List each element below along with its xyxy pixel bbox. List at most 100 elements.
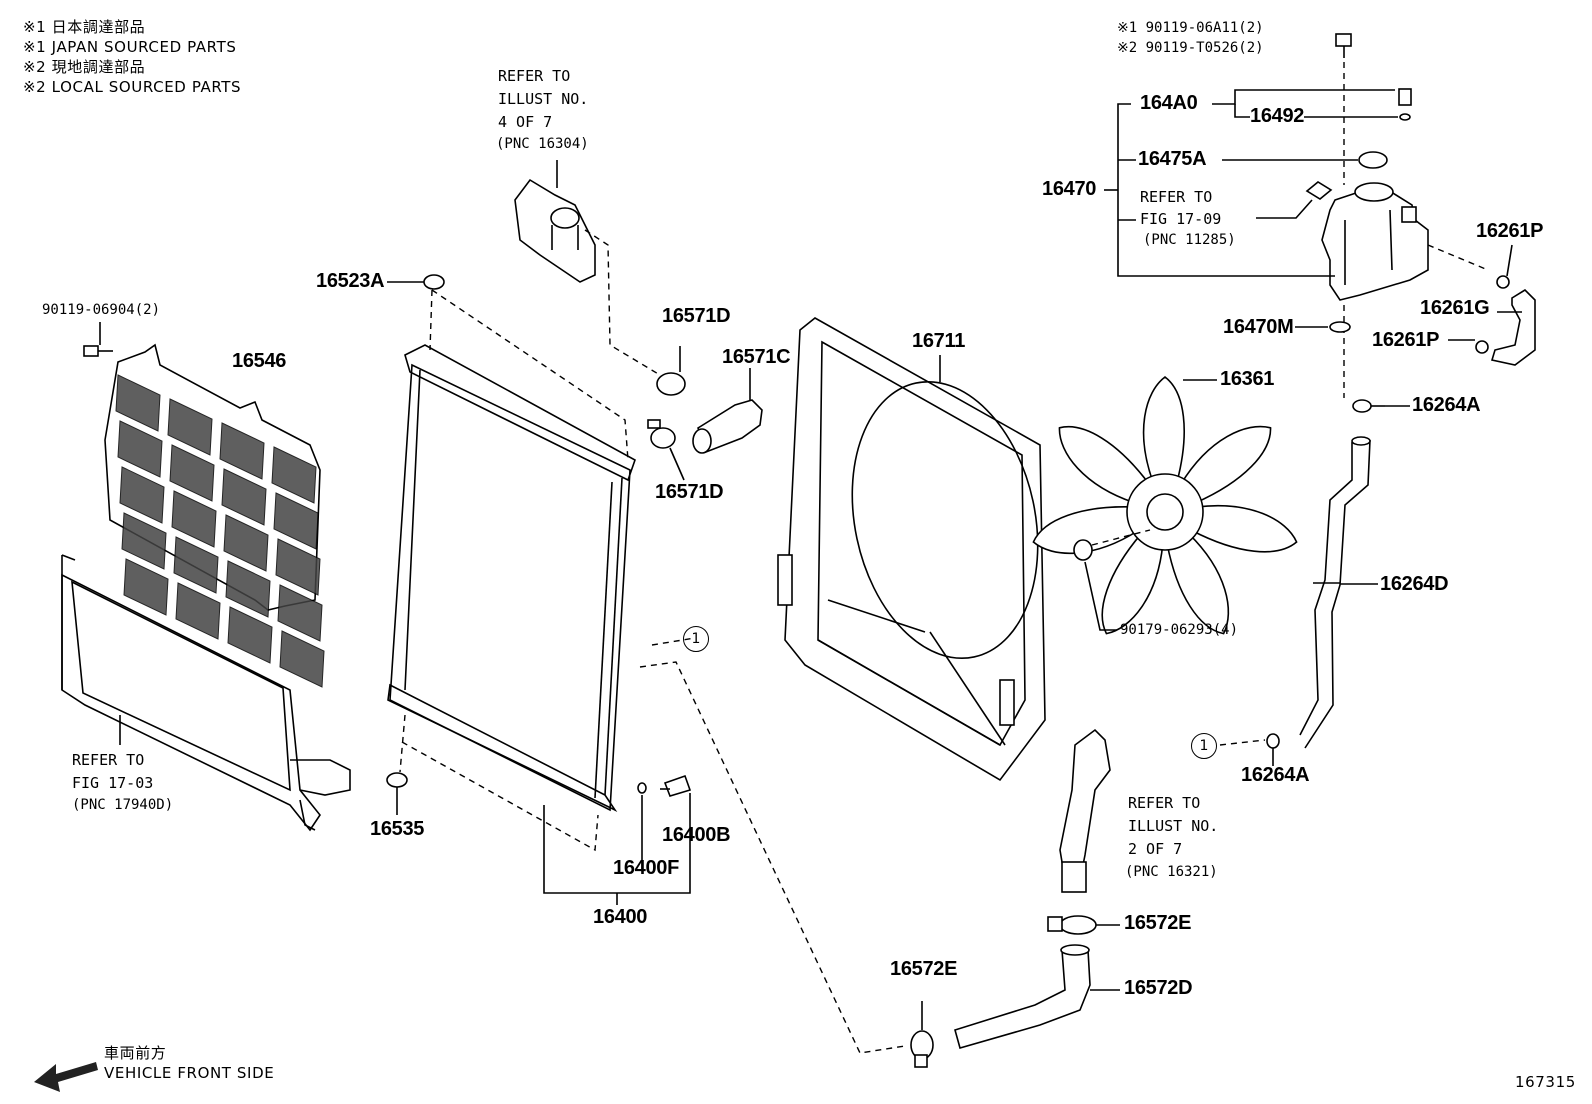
direction-jp: 車両前方 [104,1044,167,1062]
label-16571c[interactable]: 16571C [722,346,791,368]
label-16535[interactable]: 16535 [370,818,425,840]
label-16400f[interactable]: 16400F [613,857,680,879]
radiator-hose-drawing [692,399,763,454]
guard-mesh-cell [167,398,213,456]
label-16572e-right[interactable]: 16572E [1124,912,1192,934]
ref-illust2-line2: ILLUST NO. [1128,817,1219,835]
ref-illust4-line4: (PNC 16304) [496,136,589,152]
cushion-bottom-drawing [386,772,408,788]
caution-label-drawing [1305,181,1333,200]
cooling-fan-drawing [1032,375,1298,635]
label-16572e-left[interactable]: 16572E [890,958,958,980]
drain-plug-drawing [637,774,692,797]
overflow-hose-drawing [1490,288,1536,366]
water-outlet-drawing [514,178,596,283]
label-16264d[interactable]: 16264D [1380,573,1449,595]
bolt-note-local: ※2 90119-T0526(2) [1117,40,1264,56]
fan-blade [1190,505,1298,553]
guard-mesh-cell [121,512,167,570]
hose-clamp-tank-drawing [1352,399,1385,413]
fan-nut-drawing [1073,539,1093,561]
label-16470[interactable]: 16470 [1042,178,1097,200]
connection-ref-circle-radiator: 1 [683,626,709,652]
label-16492[interactable]: 16492 [1250,105,1305,127]
fan-blade [1032,506,1140,555]
lower-hose-clamp-drawing [1047,915,1097,935]
label-16261p-bottom[interactable]: 16261P [1372,329,1440,351]
guard-mesh-cell [171,490,217,548]
ref-fig1709-line2: FIG 17-09 [1140,210,1222,228]
label-90179-06293[interactable]: 90179-06293(4) [1120,622,1239,638]
ref-fig1709-line3: (PNC 11285) [1143,232,1236,248]
guard-mesh-cell [271,446,317,504]
guard-mesh-cell [279,630,325,688]
lower-hose-clamp-left-drawing [910,1030,934,1068]
radiator-guard-drawing [104,343,325,688]
guard-mesh-cell [173,536,219,594]
fan-blade [1142,375,1185,483]
label-164a0[interactable]: 164A0 [1140,92,1198,114]
label-16711[interactable]: 16711 [912,330,966,352]
guard-mesh-cell [221,468,267,526]
label-16400b[interactable]: 16400B [662,824,731,846]
ref-illust4-line3: 4 OF 7 [498,113,553,131]
lower-radiator-hose-drawing [954,944,1091,1049]
label-16572d[interactable]: 16572D [1124,977,1193,999]
fan-blade [1179,425,1272,504]
guard-mesh-cell [169,444,215,502]
ref-illust4-line2: ILLUST NO. [498,90,589,108]
front-arrow-icon [34,1062,98,1092]
guard-mesh-cell [223,514,269,572]
label-16361[interactable]: 16361 [1220,368,1275,390]
ref-illust2-line4: (PNC 16321) [1125,864,1218,880]
ref-fig1703-line2: FIG 17-03 [72,774,154,792]
direction-en: VEHICLE FRONT SIDE [104,1064,275,1082]
bolt-note-japan: ※1 90119-06A11(2) [1117,20,1264,36]
label-16546[interactable]: 16546 [232,350,287,372]
cushion-top-drawing [423,274,445,290]
reservoir-bolt-drawing [1335,33,1352,58]
intercooler-drawing [61,554,351,832]
ref-fig1703-line3: (PNC 17940D) [72,797,174,813]
guard-mesh-cell [117,420,163,478]
ref-illust2-line3: 2 OF 7 [1128,840,1183,858]
radiator-drawing [387,344,636,813]
guard-mesh-cell [225,560,271,618]
label-16523a[interactable]: 16523A [316,270,385,292]
ref-fig1703-line1: REFER TO [72,751,145,769]
ref-illust4-line1: REFER TO [498,67,571,85]
grommet-drawing [1329,321,1351,333]
guard-mesh-cell [175,582,221,640]
water-inlet-drawing [1059,728,1111,893]
guard-mesh-cell [273,492,319,550]
label-16571d-top[interactable]: 16571D [662,305,731,327]
label-16264a-top[interactable]: 16264A [1412,394,1481,416]
label-16475a[interactable]: 16475A [1138,148,1207,170]
guard-mesh-cell [275,538,321,596]
breather-plug-drawing [1398,88,1412,106]
fan-blade [1058,425,1151,504]
reservoir-cap-drawing [1358,151,1388,169]
note-japan-sourced-en: ※1 JAPAN SOURCED PARTS [23,38,237,56]
note-japan-sourced-jp: ※1 日本調達部品 [23,18,146,36]
label-16470m[interactable]: 16470M [1223,316,1294,338]
fan-blade [1101,532,1164,635]
fan-blade [1166,532,1230,635]
ref-fig1709-line1: REFER TO [1140,188,1213,206]
figure-number: 167315 [1515,1073,1576,1091]
label-16261g[interactable]: 16261G [1420,297,1490,319]
label-16264a-bottom[interactable]: 16264A [1241,764,1310,786]
reservoir-hose-drawing [1299,436,1371,749]
guard-mesh-cell [219,422,265,480]
connection-ref-circle-hose: 1 [1191,733,1217,759]
fan-shroud-drawing [777,317,1046,782]
ref-illust2-line1: REFER TO [1128,794,1201,812]
label-16400[interactable]: 16400 [593,906,648,928]
label-16571d-bottom[interactable]: 16571D [655,481,724,503]
hose-clamp-lower-drawing [1266,733,1280,749]
bolt-drawing [83,322,113,357]
label-16261p-top[interactable]: 16261P [1476,220,1544,242]
label-90119-06904[interactable]: 90119-06904(2) [42,302,161,318]
guard-mesh-cell [277,584,323,642]
